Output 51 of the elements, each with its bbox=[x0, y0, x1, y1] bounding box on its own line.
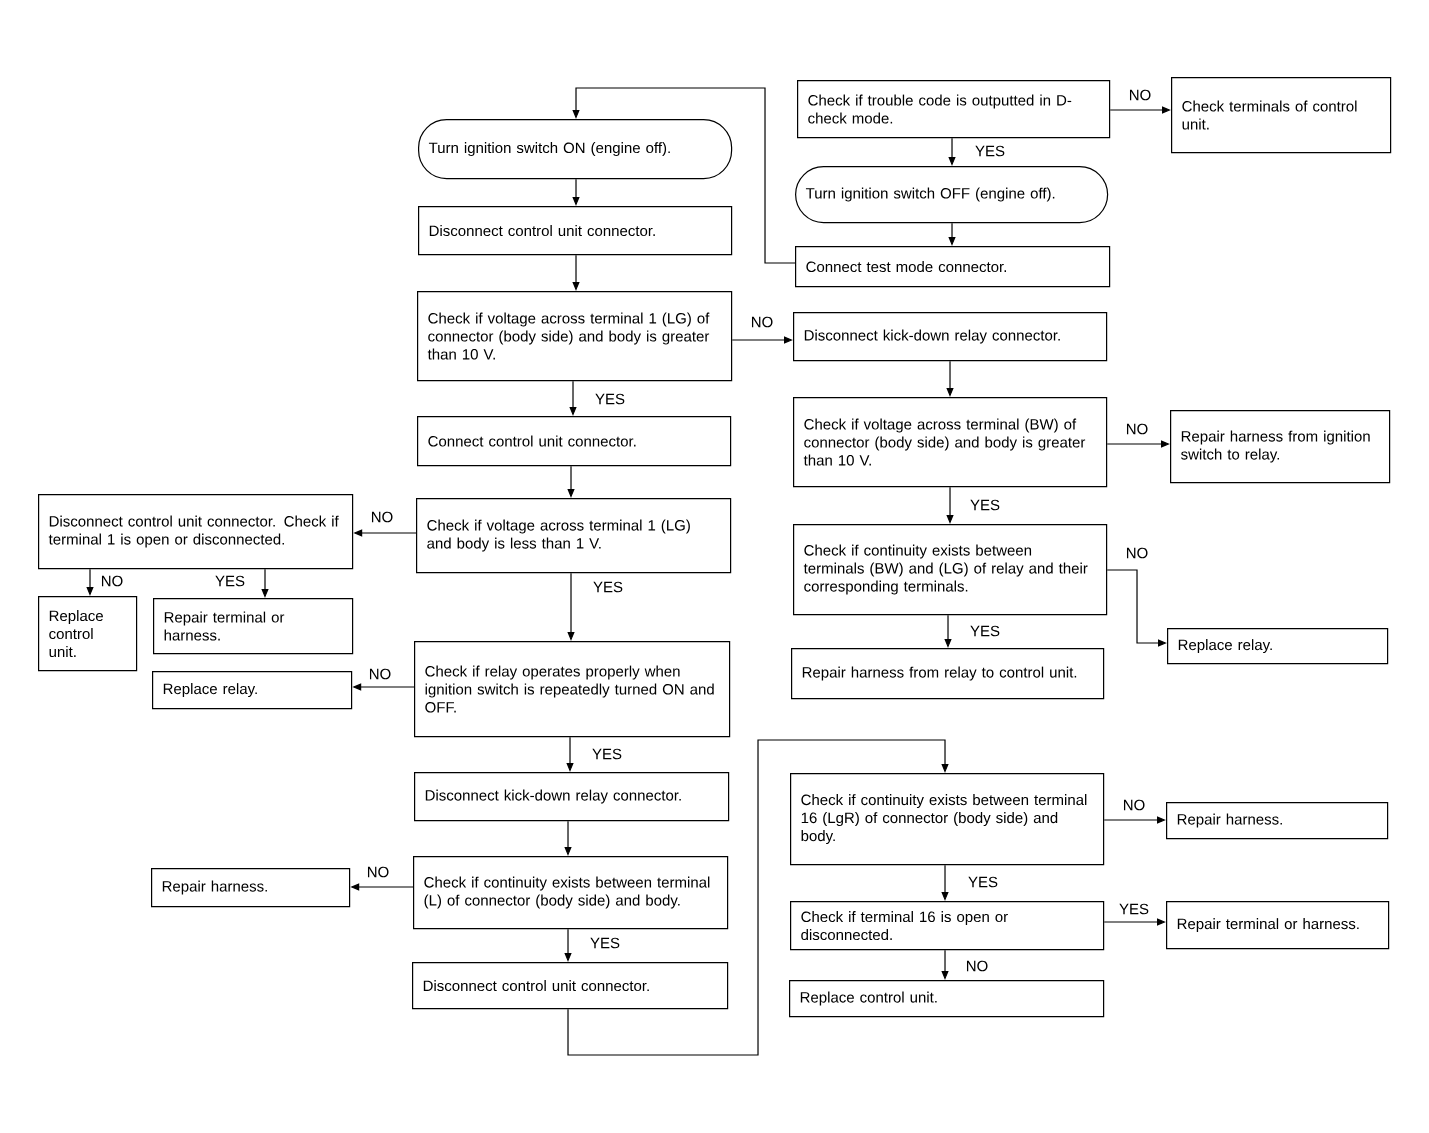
process-box: Replace relay. bbox=[1167, 628, 1389, 665]
process-box: Check if continuity exists between terminals (BW) and (LG) of relay and their corresponding terminals. bbox=[793, 524, 1108, 616]
edge-label: NO bbox=[365, 865, 391, 879]
process-box: Check if trouble code is outputted in D-check mode. bbox=[797, 80, 1111, 139]
process-box: Repair harness from ignition switch to relay. bbox=[1170, 410, 1391, 484]
process-box: Check if voltage across terminal 1 (LG) and body is less than 1 V. bbox=[416, 498, 732, 574]
process-box: Check if continuity exists between terminal (L) of connector (body side) and body. bbox=[413, 856, 729, 930]
edge-label: NO bbox=[99, 574, 125, 588]
edge-label: NO bbox=[964, 959, 990, 973]
edge-label: YES bbox=[967, 875, 999, 889]
edge-label: YES bbox=[589, 936, 621, 950]
edge-label: YES bbox=[1118, 902, 1150, 916]
process-box: Replace control unit. bbox=[38, 596, 138, 672]
edge-label: NO bbox=[369, 510, 395, 524]
process-box: Replace relay. bbox=[152, 671, 353, 710]
edge-label: NO bbox=[367, 667, 393, 681]
process-box: Disconnect control unit connector. bbox=[418, 206, 733, 256]
arrow bbox=[567, 739, 949, 1056]
process-box: Disconnect control unit connector. Check if terminal 1 is open or disconnected. bbox=[38, 494, 354, 570]
edge-label: NO bbox=[1127, 88, 1153, 102]
process-box: Repair harness. bbox=[151, 868, 351, 908]
process-box: Connect test mode connector. bbox=[795, 246, 1111, 288]
process-box: Repair harness from relay to control unit. bbox=[791, 648, 1105, 700]
process-box: Disconnect control unit connector. bbox=[412, 962, 729, 1010]
rounded-box: Turn ignition switch ON (engine off). bbox=[418, 119, 733, 180]
edge-label: NO bbox=[1124, 422, 1150, 436]
process-box: Disconnect kick-down relay connector. bbox=[793, 312, 1108, 362]
rounded-box: Turn ignition switch OFF (engine off). bbox=[795, 166, 1109, 224]
edge-label: YES bbox=[592, 580, 624, 594]
edge-label: YES bbox=[974, 144, 1006, 158]
edge-label: YES bbox=[594, 392, 626, 406]
process-box: Check if voltage across terminal 1 (LG) of connector (body side) and body is greater than 10 V. bbox=[417, 291, 733, 382]
process-box: Repair terminal or harness. bbox=[1166, 901, 1390, 950]
edge-label: YES bbox=[214, 574, 246, 588]
edge-label: YES bbox=[591, 747, 623, 761]
process-box: Repair harness. bbox=[1166, 802, 1389, 840]
edge-label: NO bbox=[1124, 546, 1150, 560]
edge-label: NO bbox=[1121, 798, 1147, 812]
process-box: Check terminals of control unit. bbox=[1171, 77, 1392, 154]
arrow bbox=[572, 87, 796, 264]
process-box: Replace control unit. bbox=[789, 980, 1105, 1018]
edge-label: NO bbox=[749, 315, 775, 329]
edge-label: YES bbox=[969, 498, 1001, 512]
process-box: Check if voltage across terminal (BW) of connector (body side) and body is greater than 10 V. bbox=[793, 397, 1108, 488]
process-box: Check if continuity exists between terminal 16 (LgR) of connector (body side) and body. bbox=[790, 773, 1105, 866]
edge-label: YES bbox=[969, 624, 1001, 638]
process-box: Connect control unit connector. bbox=[417, 416, 732, 467]
process-box: Disconnect kick-down relay connector. bbox=[414, 772, 730, 822]
process-box: Check if relay operates properly when ignition switch is repeatedly turned ON and OFF. bbox=[414, 641, 731, 738]
process-box: Check if terminal 16 is open or disconnected. bbox=[790, 901, 1105, 951]
process-box: Repair terminal or harness. bbox=[153, 598, 354, 655]
